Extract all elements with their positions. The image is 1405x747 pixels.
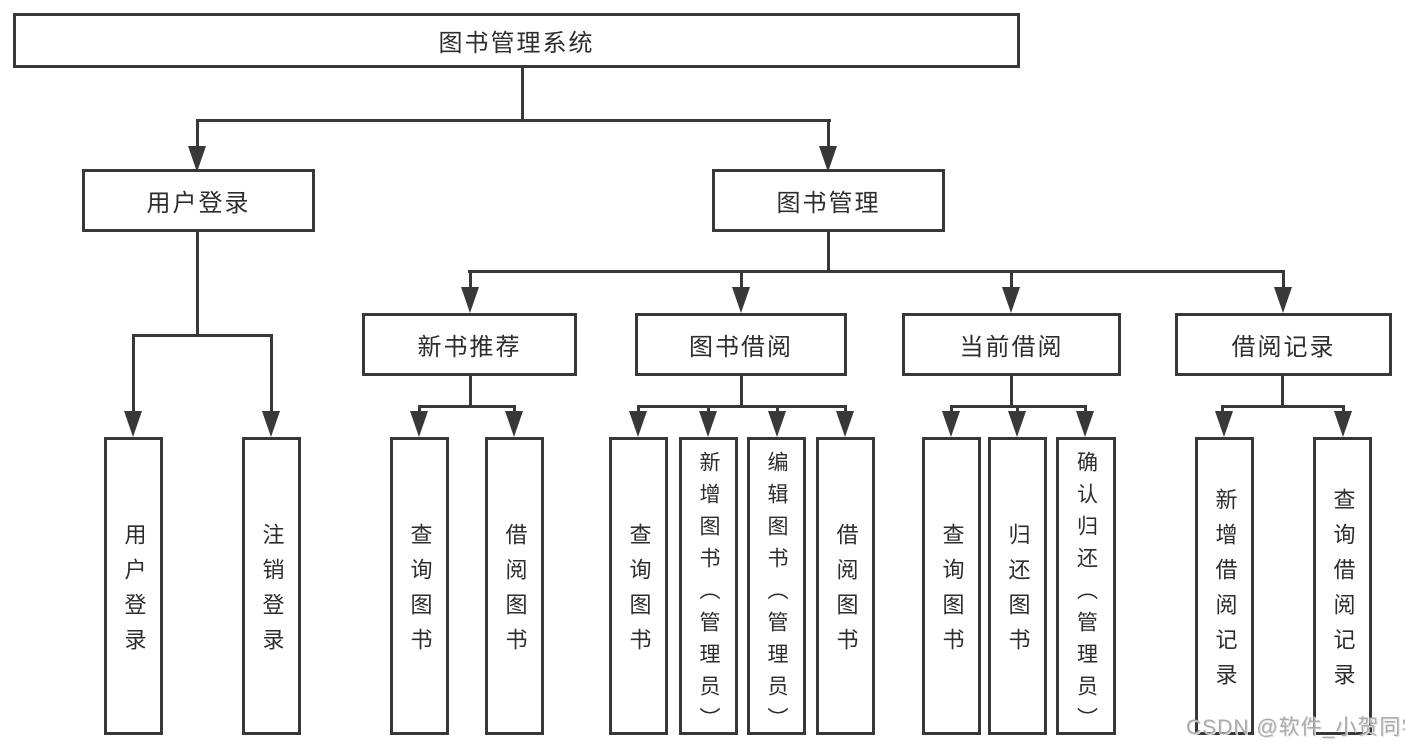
arrowhead-query-borrow-record bbox=[1334, 411, 1352, 437]
node-label: 注销登录 bbox=[259, 522, 285, 663]
node-label: 当前借阅 bbox=[959, 334, 1064, 361]
connector-stub-book-borrow bbox=[740, 270, 743, 290]
connector-borrow-records-stem bbox=[1281, 375, 1284, 408]
node-label: 查询图书 bbox=[939, 522, 965, 663]
connector-current-borrow-stem bbox=[1010, 375, 1013, 408]
connector-group4-horizontal bbox=[1221, 405, 1345, 408]
leaf-edit-books-admin: 编辑图书（管理员） bbox=[747, 437, 806, 739]
arrowhead-book-borrow bbox=[732, 287, 750, 313]
node-label: 新增图书（管理员） bbox=[697, 451, 720, 739]
arrowhead-borrow-records bbox=[1274, 287, 1292, 313]
arrowhead-borrow-books-rec bbox=[505, 411, 523, 437]
connector-level2-horizontal bbox=[196, 119, 831, 122]
connector-level3-horizontal bbox=[468, 270, 1285, 273]
node-label: 借阅记录 bbox=[1231, 334, 1336, 361]
connector-user-login-horizontal bbox=[132, 334, 273, 337]
node-label: 查询借阅记录 bbox=[1330, 487, 1356, 698]
leaf-query-borrow-record: 查询借阅记录 bbox=[1313, 437, 1372, 735]
connector-group1-horizontal bbox=[418, 405, 516, 408]
node-label: 查询图书 bbox=[626, 522, 652, 663]
connector-group1-stub-a bbox=[418, 405, 421, 414]
leaf-borrow-books-under-recommend: 借阅图书 bbox=[485, 437, 544, 735]
leaf-query-books-under-borrowing: 查询图书 bbox=[609, 437, 668, 735]
connector-stub-new-book-rec bbox=[469, 270, 472, 290]
connector-group3-stub-a bbox=[950, 405, 953, 414]
leaf-add-borrow-record: 新增借阅记录 bbox=[1195, 437, 1254, 735]
leaf-user-login: 用户登录 bbox=[104, 437, 163, 735]
connector-stub-book-mgmt bbox=[827, 119, 830, 149]
csdn-watermark: CSDN @软件_小贺同学 bbox=[1186, 716, 1405, 739]
arrowhead-return-books bbox=[1008, 411, 1026, 437]
arrowhead-edit-books-admin bbox=[768, 411, 786, 437]
leaf-query-books-under-recommend: 查询图书 bbox=[390, 437, 449, 735]
arrowhead-borrow-books-borrow bbox=[836, 411, 854, 437]
connector-group3-stub-b bbox=[1016, 405, 1019, 414]
connector-book-borrow-stem bbox=[740, 375, 743, 408]
arrowhead-current-borrow bbox=[1002, 287, 1020, 313]
arrowhead-add-books-admin bbox=[699, 411, 717, 437]
leaf-query-books-under-current: 查询图书 bbox=[922, 437, 981, 735]
leaf-confirm-return-admin: 确认归还（管理员） bbox=[1056, 437, 1116, 739]
node-label: 用户登录 bbox=[121, 522, 147, 663]
arrowhead-query-books-rec bbox=[410, 411, 428, 437]
node-label: 图书借阅 bbox=[689, 334, 793, 361]
leaf-add-books-admin: 新增图书（管理员） bbox=[679, 437, 738, 739]
arrowhead-user-login bbox=[188, 146, 206, 172]
node-user-login: 用户登录 bbox=[82, 169, 315, 232]
connector-group2-stub-d bbox=[844, 405, 847, 414]
arrowhead-query-books-current bbox=[942, 411, 960, 437]
node-label: 图书管理 bbox=[776, 190, 881, 217]
node-label: 编辑图书（管理员） bbox=[765, 451, 788, 739]
connector-group1-stub-b bbox=[513, 405, 516, 414]
arrowhead-leaf-user-login bbox=[124, 411, 142, 437]
node-label: 借阅图书 bbox=[833, 522, 859, 663]
connector-new-book-rec-stem bbox=[469, 375, 472, 408]
node-label: 确认归还（管理员） bbox=[1074, 451, 1098, 739]
node-book-borrowing: 图书借阅 bbox=[635, 313, 847, 376]
leaf-return-books: 归还图书 bbox=[988, 437, 1047, 735]
connector-book-mgmt-stem bbox=[827, 231, 830, 273]
arrowhead-confirm-return bbox=[1076, 411, 1094, 437]
node-label: 借阅图书 bbox=[502, 522, 528, 663]
connector-user-login-stem bbox=[196, 231, 199, 337]
leaf-borrow-books-under-borrowing: 借阅图书 bbox=[816, 437, 875, 735]
node-label: 新书推荐 bbox=[417, 334, 522, 361]
connector-group2-stub-a bbox=[637, 405, 640, 414]
node-label: 查询图书 bbox=[407, 522, 433, 663]
connector-group2-horizontal bbox=[637, 405, 847, 408]
arrowhead-new-book-rec bbox=[461, 287, 479, 313]
node-borrow-records: 借阅记录 bbox=[1175, 313, 1392, 376]
connector-stub-borrow-records bbox=[1282, 270, 1285, 290]
node-library-management-system: 图书管理系统 bbox=[13, 13, 1020, 68]
connector-group4-stub-b bbox=[1342, 405, 1345, 414]
connector-group2-stub-b bbox=[707, 405, 710, 414]
connector-root-stem bbox=[521, 67, 524, 122]
node-new-book-recommend: 新书推荐 bbox=[362, 313, 577, 376]
connector-stub-leaf-logout bbox=[270, 334, 273, 414]
node-current-borrowing: 当前借阅 bbox=[902, 313, 1121, 376]
leaf-logout: 注销登录 bbox=[242, 437, 301, 735]
connector-group2-stub-c bbox=[776, 405, 779, 414]
node-label: 归还图书 bbox=[1005, 522, 1031, 663]
arrowhead-add-borrow-record bbox=[1215, 411, 1233, 437]
node-book-management: 图书管理 bbox=[712, 169, 945, 232]
node-label: 图书管理系统 bbox=[438, 30, 595, 57]
node-label: 用户登录 bbox=[146, 190, 251, 217]
connector-stub-leaf-user-login bbox=[132, 334, 135, 414]
connector-group3-stub-c bbox=[1084, 405, 1087, 414]
connector-stub-current-borrow bbox=[1010, 270, 1013, 290]
node-label: 新增借阅记录 bbox=[1212, 487, 1238, 698]
arrowhead-leaf-logout bbox=[262, 411, 280, 437]
connector-group4-stub-a bbox=[1221, 405, 1224, 414]
arrowhead-book-mgmt bbox=[819, 146, 837, 172]
connector-stub-user-login bbox=[196, 119, 199, 149]
arrowhead-query-books-borrow bbox=[629, 411, 647, 437]
